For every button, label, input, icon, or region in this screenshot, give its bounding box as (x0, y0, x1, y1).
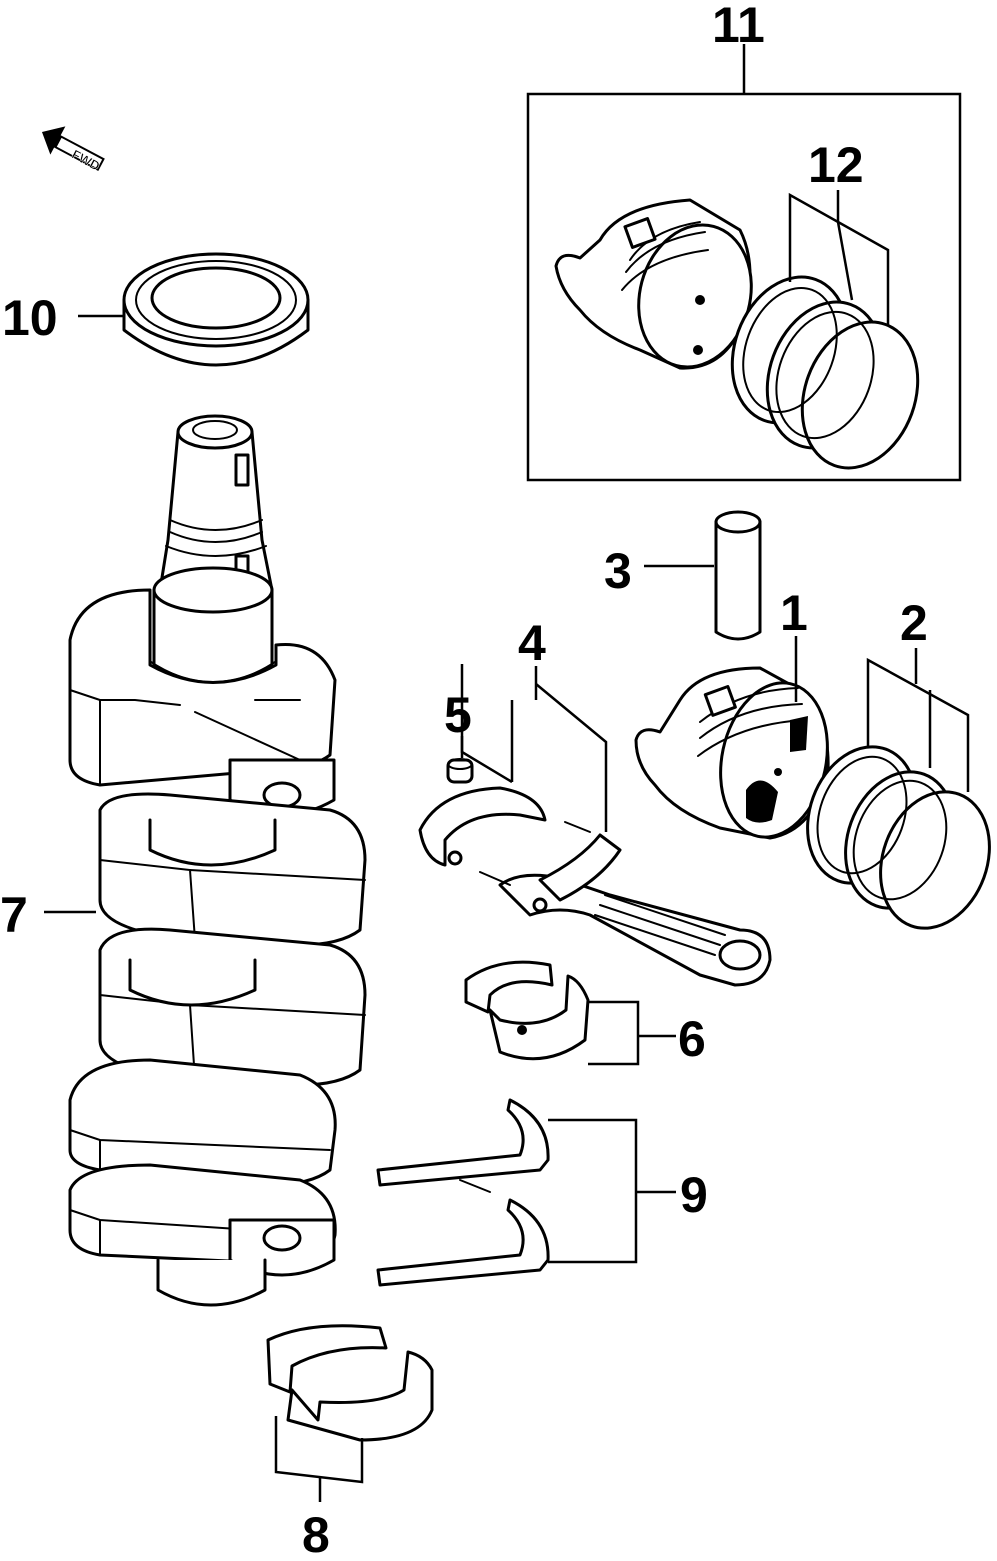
connecting-rod (418, 786, 772, 987)
callout-8: 8 (302, 1507, 330, 1561)
callout-1: 1 (780, 585, 808, 641)
leader-2 (866, 657, 970, 792)
callout-10: 10 (2, 290, 58, 346)
thrust-washers (376, 1098, 550, 1287)
leader-4-right (535, 683, 608, 832)
leader-6 (588, 1000, 640, 1066)
main-bearing (266, 1324, 434, 1442)
callout-11: 11 (712, 0, 765, 53)
crankshaft (68, 414, 367, 1307)
callout-4: 4 (518, 615, 546, 671)
connecting-rod-bearing (464, 960, 590, 1061)
leader-12-mid (836, 221, 854, 301)
callout-3: 3 (604, 543, 632, 599)
callout-12: 12 (808, 137, 864, 193)
piston-kit (554, 198, 920, 470)
piston-rings (806, 745, 991, 930)
fwd-direction-marker: FWD (41, 126, 105, 174)
piston (634, 666, 830, 840)
leader-9 (548, 1118, 638, 1264)
callout-6: 6 (678, 1011, 706, 1067)
callout-5: 5 (444, 687, 472, 743)
arrow-forward-icon (41, 126, 105, 172)
oil-seal (122, 252, 310, 367)
fwd-label: FWD (69, 147, 102, 174)
callout-7: 7 (0, 887, 28, 943)
callout-9: 9 (680, 1167, 708, 1223)
rod-nut (446, 758, 474, 784)
callout-2: 2 (900, 595, 928, 651)
piston-pin (714, 510, 762, 641)
